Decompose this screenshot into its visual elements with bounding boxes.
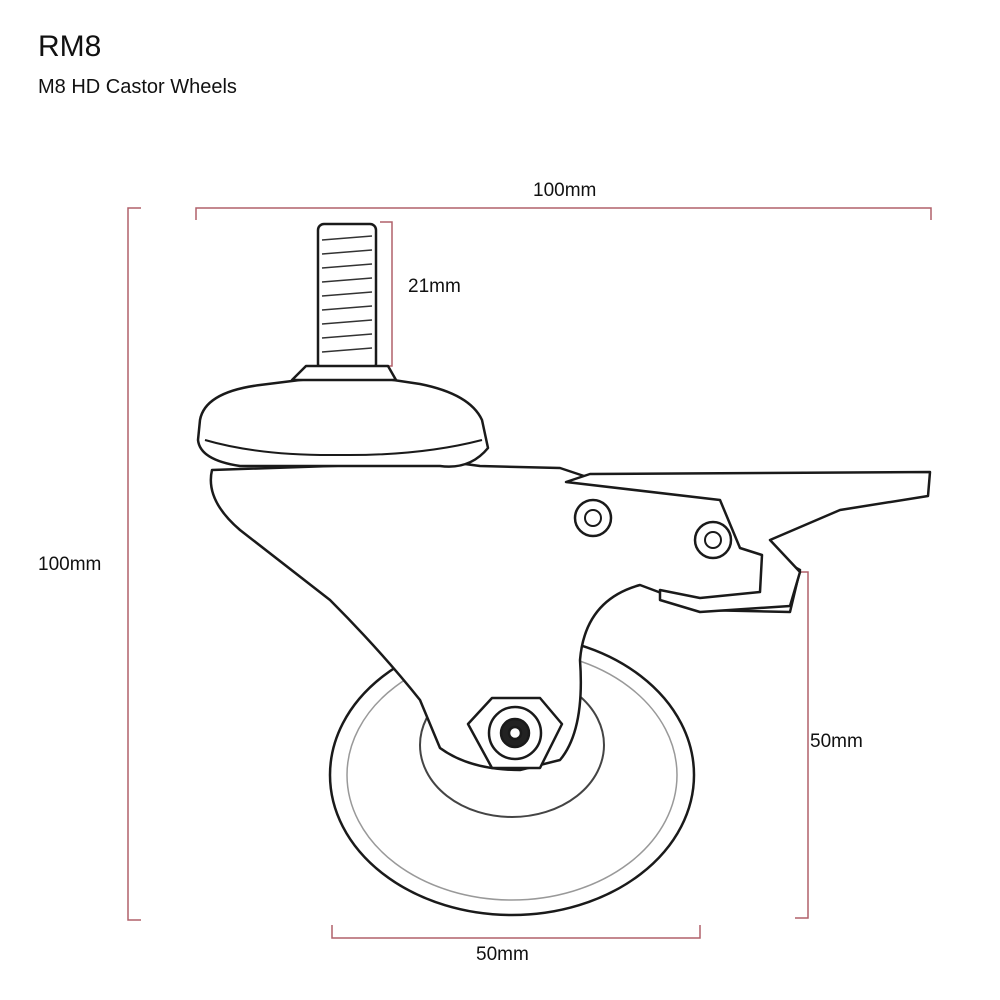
stem-length-label: 21mm xyxy=(408,276,461,297)
overall-height-dimension-line xyxy=(127,207,141,921)
stem-threads xyxy=(321,235,373,353)
brake-lever xyxy=(564,470,932,614)
page-title: RM8 xyxy=(38,30,102,63)
overall-width-label: 100mm xyxy=(533,180,597,201)
mounting-plate xyxy=(196,376,490,468)
rivet-right xyxy=(693,520,733,560)
wheel-width-dimension-line xyxy=(331,925,701,939)
castor-outline xyxy=(196,222,932,917)
page-subtitle: M8 HD Castor Wheels xyxy=(38,76,237,98)
axle-nut xyxy=(466,696,564,770)
wheel-height-dimension-line xyxy=(795,571,809,919)
stem-length-dimension-line xyxy=(380,221,393,367)
wheel-width-label: 50mm xyxy=(476,944,529,965)
stem-base-nut xyxy=(290,364,398,382)
mounting-plate-rim xyxy=(204,439,483,457)
overall-width-dimension-line xyxy=(195,207,932,220)
overall-height-label: 100mm xyxy=(38,554,102,575)
wheel-height-label: 50mm xyxy=(810,731,863,752)
rivet-left xyxy=(573,498,613,538)
